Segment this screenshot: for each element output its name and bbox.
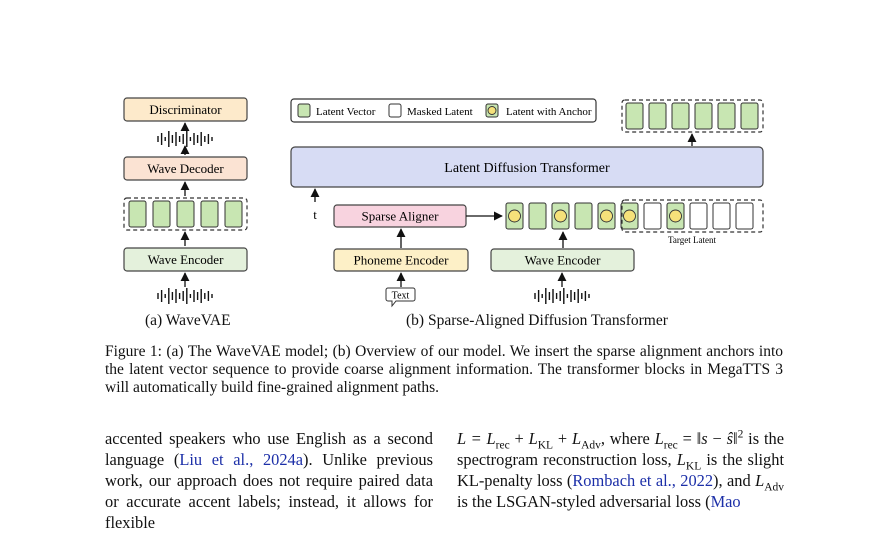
wave-encoder-label-b: Wave Encoder (525, 253, 602, 268)
waveform-icon (157, 131, 213, 147)
anchor-marker (554, 209, 567, 223)
wave-encoder-box-b (490, 248, 635, 272)
legend-box (290, 98, 597, 123)
latent-vector (574, 202, 593, 230)
discriminator-label: Discriminator (149, 102, 222, 117)
latent-group-a (123, 197, 248, 231)
body-text: is the LSGAN-styled adversarial loss ( (457, 492, 711, 511)
latent-vector (694, 102, 713, 130)
wave-decoder-label: Wave Decoder (147, 161, 224, 176)
target-latent-label: Target Latent (668, 235, 716, 245)
body-text: is the spectrogram reconstruction loss, (457, 429, 784, 469)
equation-subscript: KL (537, 439, 554, 452)
masked-latent (689, 202, 708, 230)
equation-subscript: Adv (581, 439, 601, 452)
latent-vector (176, 200, 195, 228)
text-bubble-icon (385, 287, 416, 308)
latent-vector (717, 102, 736, 130)
latent-vector (152, 200, 171, 228)
legend-masked-swatch (388, 103, 402, 118)
waveform-icon (534, 288, 590, 304)
citation-link[interactable]: Liu et al., 2024a (179, 450, 304, 469)
wave-decoder-box (123, 156, 248, 181)
figure-caption: Figure 1: (a) The WaveVAE model; (b) Ove… (105, 343, 783, 397)
subfigure-caption-b: (b) Sparse-Aligned Diffusion Transformer (406, 312, 668, 329)
sparse-aligner-label: Sparse Aligner (362, 209, 440, 224)
anchor-marker (623, 209, 636, 223)
body-text-left-column: accented speakers who use English as a s… (105, 428, 433, 533)
legend-latent-vector-swatch (297, 103, 311, 118)
output-latent-group (621, 99, 764, 133)
timestep-label: t (313, 207, 317, 222)
latent-vector (740, 102, 759, 130)
latent-vector (648, 102, 667, 130)
latent-diffusion-transformer-box (290, 146, 764, 188)
target-latent-group (621, 199, 764, 233)
equation: L = L (457, 429, 496, 448)
body-text: accented speakers who use English as a s… (105, 429, 433, 469)
wave-encoder-box-a (123, 247, 248, 272)
citation-link[interactable]: Mao (710, 492, 741, 511)
legend-latent-vector: Latent Vector (316, 106, 376, 118)
body-text-right-column: L = Lrec + LKL + LAdv, where Lrec = ‖s −… (457, 428, 784, 511)
equation-subscript: KL (685, 460, 702, 473)
masked-latent (643, 202, 662, 230)
citation-link[interactable]: Rombach et al., 2022 (572, 471, 714, 490)
legend-latent-with-anchor: Latent with Anchor (506, 106, 592, 118)
latent-vector (625, 102, 644, 130)
anchor-marker (600, 209, 613, 223)
masked-latent (735, 202, 754, 230)
wave-encoder-label-a: Wave Encoder (148, 252, 225, 267)
equation-subscript: Adv (764, 481, 784, 494)
phoneme-encoder-label: Phoneme Encoder (354, 253, 450, 268)
discriminator-box (123, 97, 248, 122)
subfigure-caption-a: (a) WaveVAE (145, 312, 231, 329)
figure-diagram: Discriminator Wave Decoder Wave Encoder … (123, 97, 764, 308)
latent-vector (128, 200, 147, 228)
latent-vector (528, 202, 547, 230)
equation-subscript: rec (495, 439, 510, 452)
equation-subscript: rec (663, 439, 678, 452)
waveform-icon (157, 288, 213, 304)
phoneme-encoder-box (333, 248, 469, 272)
latent-vector (671, 102, 690, 130)
anchor-marker (669, 209, 682, 223)
legend-masked-latent: Masked Latent (407, 106, 473, 118)
body-text: , where (600, 429, 655, 448)
body-text: ), and (713, 471, 751, 490)
body-text: is the slight KL-penalty loss ( (457, 450, 784, 490)
masked-latent (712, 202, 731, 230)
text-bubble-label: Text (392, 291, 410, 302)
latent-vector (224, 200, 243, 228)
latent-vector (200, 200, 219, 228)
anchor-marker (508, 209, 521, 223)
ldt-label: Latent Diffusion Transformer (444, 161, 610, 176)
